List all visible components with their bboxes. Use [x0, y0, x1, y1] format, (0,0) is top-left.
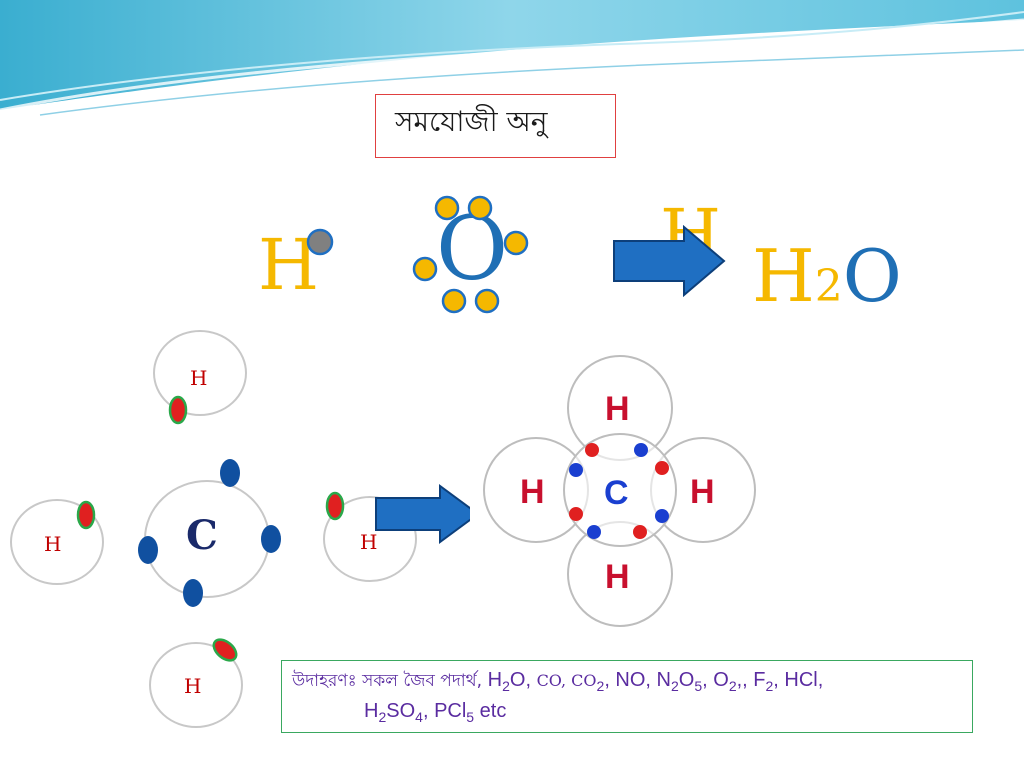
methane-bonded-diagram	[470, 348, 770, 638]
electron-red-icon	[633, 525, 647, 539]
electron-blue-icon	[261, 525, 281, 553]
electron-yellow-icon	[467, 195, 493, 221]
methane-exploded-diagram	[10, 330, 417, 728]
electron-gray-icon	[306, 228, 334, 256]
electron-red-icon	[168, 395, 188, 425]
methane-right-h-top: H	[605, 390, 630, 428]
electron-blue-icon	[655, 509, 669, 523]
methane-left-h-bottom: H	[184, 674, 202, 698]
electron-yellow-icon	[441, 288, 467, 314]
examples-prefix: উদাহরণঃ সকল জৈব পদার্থ,	[292, 671, 483, 691]
slide-title: সমযোজী অনু	[395, 105, 548, 138]
electron-red-icon	[212, 638, 238, 662]
methane-left-h-right: H	[360, 530, 378, 554]
electron-red-icon	[569, 507, 583, 521]
arrow-right-icon	[613, 225, 726, 297]
methane-right-c: C	[604, 474, 629, 512]
electron-red-icon	[585, 443, 599, 457]
methane-right-h-bottom: H	[605, 558, 630, 596]
arrow-right-icon	[375, 484, 480, 544]
examples-line-1: উদাহরণঃ সকল জৈব পদার্থ, H2O, CO, CO2, NO…	[292, 669, 824, 694]
title-box	[375, 94, 616, 158]
examples-line-2: H2SO4, PCl5 etc	[364, 700, 507, 725]
electron-yellow-icon	[412, 256, 438, 282]
electron-red-icon	[655, 461, 669, 475]
examples-box	[281, 660, 973, 733]
electron-blue-icon	[138, 536, 158, 564]
methane-right-h-left: H	[520, 473, 545, 511]
h2o-o: O	[842, 234, 902, 318]
methane-left-h-top: H	[190, 366, 208, 390]
electron-blue-icon	[183, 579, 203, 607]
methane-left-h-left: H	[44, 532, 62, 556]
h2o-sub: 2	[814, 261, 843, 312]
electron-yellow-icon	[503, 230, 529, 256]
electron-yellow-icon	[434, 195, 460, 221]
electron-blue-icon	[220, 459, 240, 487]
h2o-formula: H2O	[752, 240, 902, 312]
oxygen-electrons	[412, 195, 529, 314]
electron-red-icon	[325, 491, 345, 521]
electron-red-icon	[76, 500, 96, 530]
electron-blue-icon	[569, 463, 583, 477]
methane-right-h-right: H	[690, 473, 715, 511]
methane-left-c: C	[186, 512, 218, 559]
electron-yellow-icon	[474, 288, 500, 314]
electron-blue-icon	[634, 443, 648, 457]
h2o-h: H	[752, 234, 815, 318]
electron-blue-icon	[587, 525, 601, 539]
header-wave-decoration	[0, 0, 1024, 116]
